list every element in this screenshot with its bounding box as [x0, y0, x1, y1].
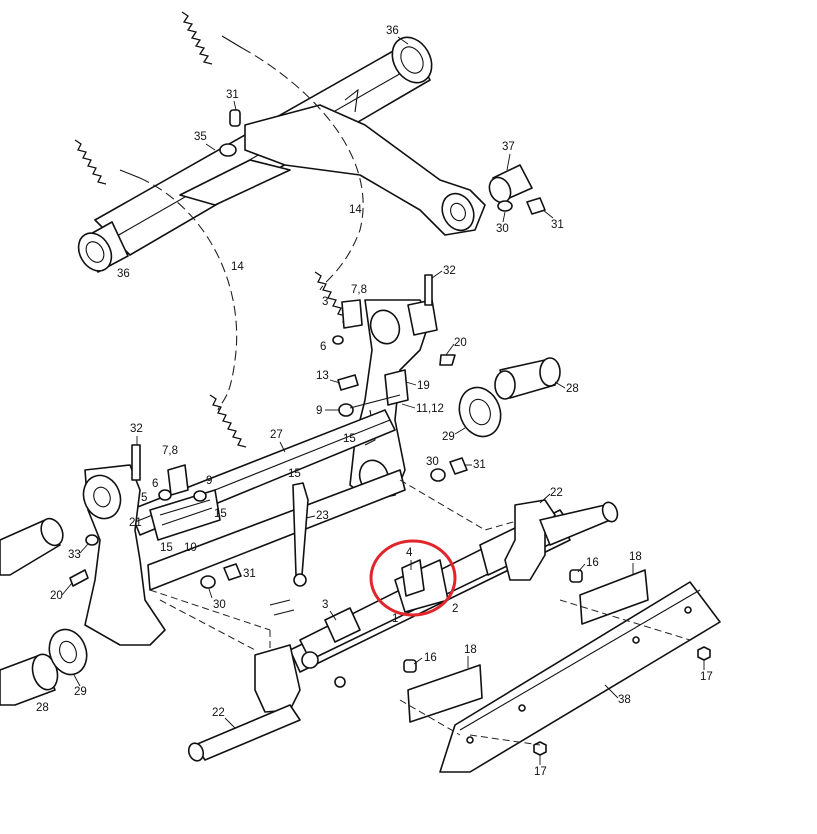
label-9: 9 [206, 475, 212, 487]
right-pivot-bracket [314, 271, 561, 501]
highlight-circle-part-4 [369, 539, 457, 617]
label-28: 28 [36, 702, 49, 714]
label-2: 2 [452, 603, 458, 615]
label-31: 31 [551, 219, 564, 231]
label-16: 16 [424, 652, 437, 664]
label-30: 30 [426, 456, 439, 468]
label-30: 30 [496, 223, 509, 235]
label-21: 21 [129, 517, 142, 529]
label-15: 15 [343, 433, 356, 445]
label-33: 33 [68, 549, 81, 561]
rear-axle-assembly [74, 11, 546, 273]
label-29: 29 [74, 686, 87, 698]
label-6: 6 [320, 341, 326, 353]
cable-14-right [241, 47, 364, 291]
label-15: 15 [214, 508, 227, 520]
label-5: 5 [141, 492, 147, 504]
label-29: 29 [442, 431, 455, 443]
label-13: 13 [316, 370, 329, 382]
rail-assembly [399, 569, 721, 773]
label-15: 15 [160, 542, 173, 554]
label-28: 28 [566, 383, 579, 395]
lower-shaft-assembly [187, 499, 619, 762]
label-36: 36 [386, 25, 399, 37]
label-31: 31 [226, 89, 239, 101]
label-14: 14 [231, 261, 244, 273]
label-3: 3 [322, 296, 328, 308]
label-9: 9 [316, 405, 322, 417]
label-6: 6 [152, 478, 158, 490]
cable-14-left [139, 177, 238, 411]
label-27: 27 [270, 429, 283, 441]
label-11-12: 11,12 [416, 403, 444, 415]
label-10: 10 [184, 542, 197, 554]
label-20: 20 [454, 337, 467, 349]
label-19: 19 [417, 380, 430, 392]
label-20: 20 [50, 590, 63, 602]
label-31: 31 [243, 568, 256, 580]
label-17: 17 [534, 766, 547, 778]
label-17: 17 [700, 671, 713, 683]
label-35: 35 [194, 131, 207, 143]
label-1: 1 [392, 613, 398, 625]
label-36: 36 [117, 268, 130, 280]
label-7-8: 7,8 [351, 284, 367, 296]
label-30: 30 [213, 599, 226, 611]
label-15: 15 [288, 468, 301, 480]
label-37: 37 [502, 141, 515, 153]
main-shaft-assembly [0, 394, 406, 706]
label-14: 14 [349, 204, 362, 216]
label-16: 16 [586, 557, 599, 569]
label-7-8: 7,8 [162, 445, 178, 457]
label-23: 23 [316, 510, 329, 522]
label-32: 32 [130, 423, 143, 435]
label-22: 22 [212, 707, 225, 719]
label-18: 18 [629, 551, 642, 563]
label-31: 31 [473, 459, 486, 471]
label-22: 22 [550, 487, 563, 499]
part-labels: 36 31 35 37 30 31 14 36 14 3 7,8 32 6 20… [36, 25, 713, 778]
label-4: 4 [406, 547, 413, 559]
label-38: 38 [618, 694, 631, 706]
label-32: 32 [443, 265, 456, 277]
label-3: 3 [322, 599, 328, 611]
label-18: 18 [464, 644, 477, 656]
